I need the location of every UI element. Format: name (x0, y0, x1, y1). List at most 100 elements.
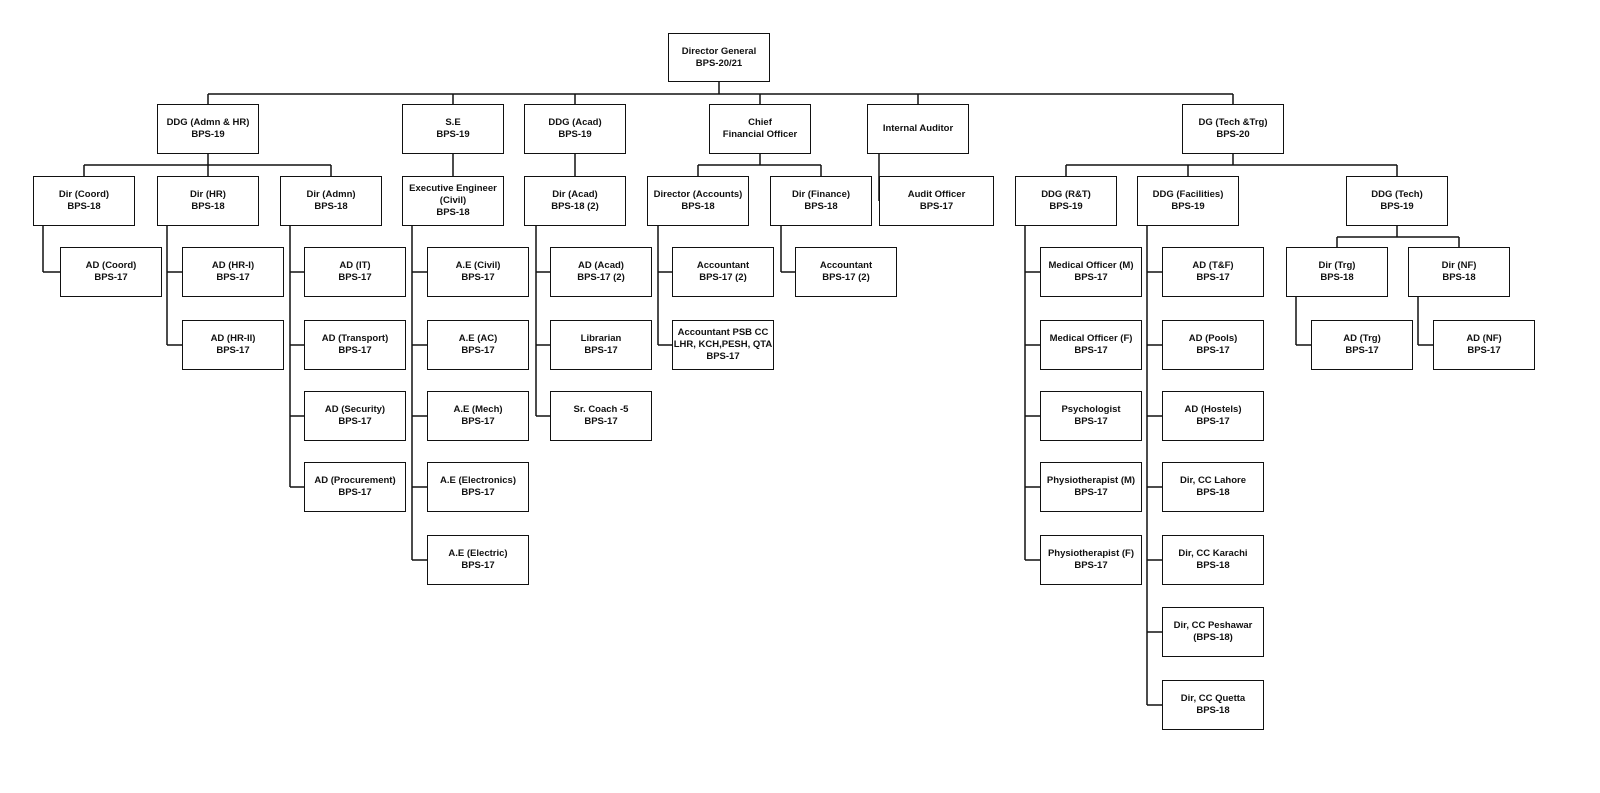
org-box-text: DDG (Acad) (548, 117, 602, 128)
org-box-internal-auditor: Internal Auditor (867, 104, 969, 154)
org-box-ddg-facilities: DDG (Facilities)BPS-19 (1137, 176, 1239, 226)
org-box-text: AD (Transport) (321, 333, 389, 344)
org-box-text: LHR, KCH,PESH, QTA (673, 339, 773, 350)
org-box-ddg-admn-hr: DDG (Admn & HR)BPS-19 (157, 104, 259, 154)
org-box-text: A.E (Electric) (448, 548, 508, 559)
org-box-text: Dir (NF) (1441, 260, 1477, 271)
org-box-text: A.E (Mech) (453, 404, 503, 415)
org-box-text: AD (HR-II) (210, 333, 256, 344)
org-box-text: Chief (748, 117, 772, 128)
org-box-text: Director General (681, 45, 757, 57)
org-box-text: A.E (Civil) (455, 260, 501, 271)
org-box-text: Librarian (580, 333, 622, 344)
org-box-text: BPS-18 (1320, 272, 1354, 283)
org-box-director-accounts: Director (Accounts)BPS-18 (647, 176, 749, 226)
org-box-text: BPS-17 (461, 487, 495, 498)
org-box-text: BPS-19 (436, 129, 470, 140)
org-box-dir-finance: Dir (Finance)BPS-18 (770, 176, 872, 226)
org-box-text: S.E (445, 117, 461, 128)
org-box-text: DDG (R&T) (1041, 189, 1091, 200)
org-box-ae-civil: A.E (Civil)BPS-17 (427, 247, 529, 297)
org-box-text: (Civil) (439, 195, 467, 206)
org-box-text: BPS-17 (1074, 487, 1108, 498)
org-box-exec-engineer: Executive Engineer(Civil)BPS-18 (402, 176, 504, 226)
org-box-ad-transport: AD (Transport)BPS-17 (304, 320, 406, 370)
org-box-ddg-acad: DDG (Acad)BPS-19 (524, 104, 626, 154)
org-box-dir-nf: Dir (NF)BPS-18 (1408, 247, 1510, 297)
org-box-text: DDG (Tech) (1371, 189, 1423, 200)
org-box-dir-admn: Dir (Admn)BPS-18 (280, 176, 382, 226)
org-box-text: A.E (AC) (458, 333, 498, 344)
org-box-text: AD (HR-I) (211, 260, 255, 271)
org-box-text: Accountant (696, 260, 750, 271)
org-box-text: Dir (Finance) (791, 189, 851, 200)
org-box-text: Audit Officer (907, 189, 966, 200)
org-box-text: BPS-18 (1196, 487, 1230, 498)
org-box-ae-electronics: A.E (Electronics)BPS-17 (427, 462, 529, 512)
org-box-text: BPS-17 (338, 487, 372, 498)
org-box-text: BPS-17 (706, 351, 740, 362)
org-box-dir-cc-peshawar: Dir, CC Peshawar(BPS-18) (1162, 607, 1264, 657)
org-box-dir-coord: Dir (Coord)BPS-18 (33, 176, 135, 226)
org-box-text: Dir (Trg) (1318, 260, 1356, 271)
org-box-text: BPS-17 (2) (699, 272, 747, 283)
org-box-ad-hr2: AD (HR-II)BPS-17 (182, 320, 284, 370)
org-box-text: BPS-19 (1171, 201, 1205, 212)
org-box-text: BPS-17 (216, 345, 250, 356)
org-box-text: BPS-17 (1467, 345, 1501, 356)
org-box-text: BPS-18 (1196, 560, 1230, 571)
org-box-ad-it: AD (IT)BPS-17 (304, 247, 406, 297)
org-box-ad-nf: AD (NF)BPS-17 (1433, 320, 1535, 370)
org-box-text: Dir, CC Karachi (1178, 548, 1248, 559)
org-box-dir-acad: Dir (Acad)BPS-18 (2) (524, 176, 626, 226)
org-box-text: BPS-17 (94, 272, 128, 283)
org-box-text: BPS-19 (558, 129, 592, 140)
org-box-dir-trg: Dir (Trg)BPS-18 (1286, 247, 1388, 297)
org-box-text: Medical Officer (M) (1048, 260, 1134, 271)
org-box-text: BPS-17 (461, 345, 495, 356)
org-box-text: BPS-17 (1074, 560, 1108, 571)
org-box-text: Psychologist (1061, 404, 1121, 415)
org-box-dg-tech-trg: DG (Tech &Trg)BPS-20 (1182, 104, 1284, 154)
org-box-text: BPS-17 (584, 345, 618, 356)
org-box-text: BPS-17 (1196, 345, 1230, 356)
org-box-text: DG (Tech &Trg) (1198, 117, 1268, 128)
org-box-text: BPS-17 (1196, 416, 1230, 427)
org-box-text: BPS-18 (681, 201, 715, 212)
org-box-ad-procurement: AD (Procurement)BPS-17 (304, 462, 406, 512)
org-box-text: BPS-18 (1196, 705, 1230, 716)
org-box-text: AD (Procurement) (314, 475, 396, 486)
org-box-text: BPS-17 (338, 416, 372, 427)
org-box-text: AD (Security) (324, 404, 386, 415)
org-box-ae-mech: A.E (Mech)BPS-17 (427, 391, 529, 441)
org-box-text: BPS-18 (2) (551, 201, 599, 212)
org-box-text: BPS-17 (338, 345, 372, 356)
org-box-text: AD (Acad) (578, 260, 624, 271)
org-box-text: BPS-17 (2) (577, 272, 625, 283)
org-box-text: BPS-19 (1049, 201, 1083, 212)
org-box-text: BPS-17 (216, 272, 250, 283)
org-box-text: BPS-18 (436, 207, 470, 218)
org-box-ad-acad: AD (Acad)BPS-17 (2) (550, 247, 652, 297)
org-box-text: AD (Hostels) (1184, 404, 1242, 415)
org-box-medical-officer-m: Medical Officer (M)BPS-17 (1040, 247, 1142, 297)
org-box-text: BPS-17 (461, 272, 495, 283)
org-box-text: (BPS-18) (1193, 632, 1233, 643)
org-box-ad-pools: AD (Pools)BPS-17 (1162, 320, 1264, 370)
org-box-text: BPS-17 (919, 201, 954, 212)
org-box-text: BPS-17 (1074, 345, 1108, 356)
org-box-text: BPS-17 (584, 416, 618, 427)
org-box-text: BPS-18 (67, 201, 101, 212)
org-box-text: Dir, CC Lahore (1180, 475, 1246, 486)
